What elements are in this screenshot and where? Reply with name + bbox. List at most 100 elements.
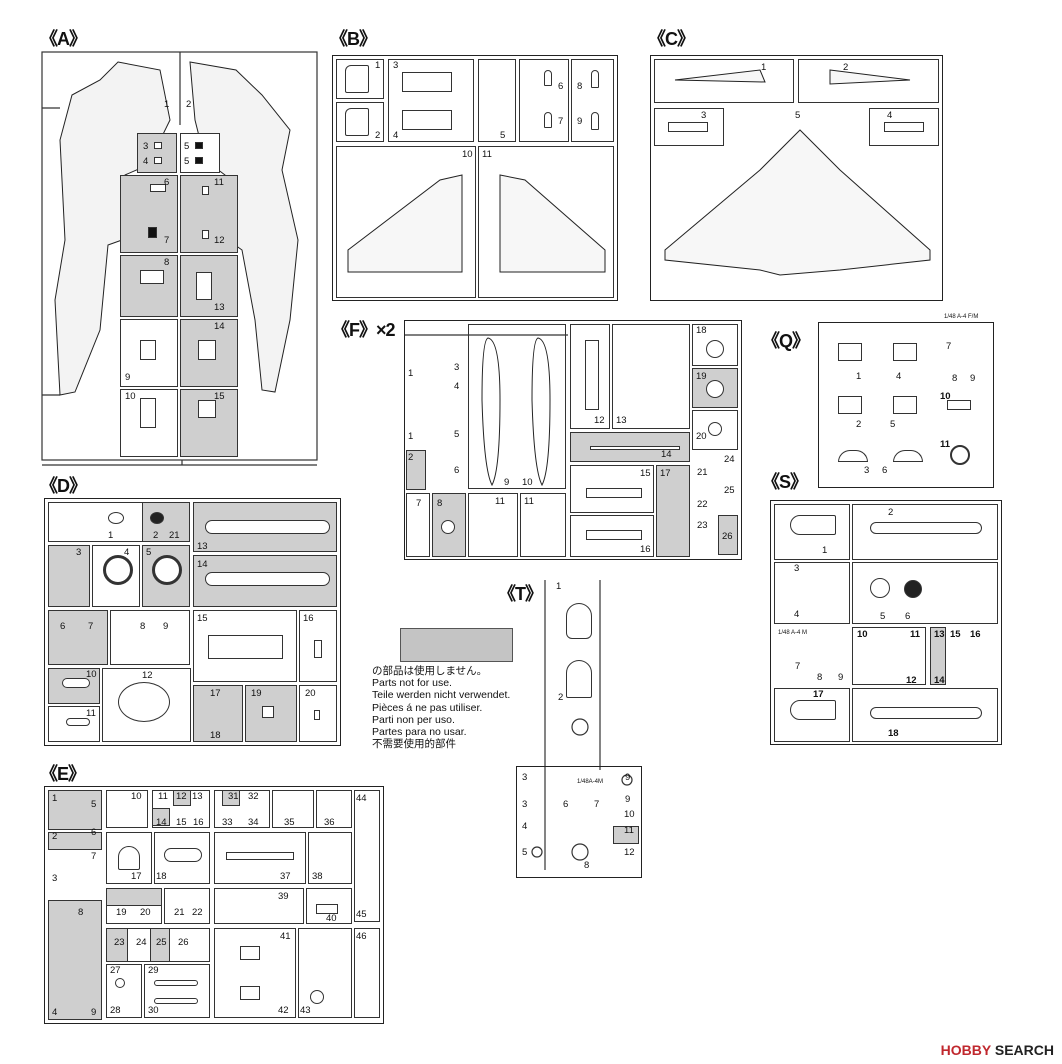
a-part-9 [140, 340, 156, 360]
e-cell-23 [106, 928, 128, 962]
f-part-20 [708, 422, 722, 436]
f-cell-9-10 [468, 324, 566, 489]
sprue-q-frame [818, 322, 994, 488]
d-part-10 [62, 678, 90, 688]
b-part-7 [544, 112, 552, 128]
a-part-4 [154, 157, 162, 164]
f-cell-2 [406, 450, 426, 490]
e-cell-2-6 [48, 832, 102, 850]
e-cell-12 [173, 790, 191, 806]
d-part-4 [103, 555, 133, 585]
d-part-13 [205, 520, 330, 534]
f-cell-7 [406, 493, 430, 557]
b-part-9 [591, 112, 599, 130]
c-part-3 [668, 122, 708, 132]
sprue-label-a: 《A》 [40, 29, 87, 49]
a-cell-6-7 [120, 175, 178, 253]
sprue-b-frame [332, 55, 618, 301]
d-cell-2 [142, 502, 190, 542]
f-part-14 [590, 446, 680, 450]
e-cell-29-30 [144, 964, 210, 1018]
sprue-label-s: 《S》 [762, 472, 808, 492]
a-part-6 [150, 184, 166, 192]
sprue-c-frame [650, 55, 943, 301]
d-part-12 [118, 682, 170, 722]
d-part-20 [314, 710, 320, 720]
f-part-8 [441, 520, 455, 534]
not-used-swatch [400, 628, 513, 662]
sprue-f-frame [404, 320, 742, 560]
sprue-t-frame [516, 766, 642, 878]
b-part-3 [402, 72, 452, 92]
f-part-19 [706, 380, 724, 398]
a-part-14 [198, 340, 216, 360]
f-part-15 [586, 488, 642, 498]
f-part-18 [706, 340, 724, 358]
d-part-19 [262, 706, 274, 718]
e-cell-38 [308, 832, 352, 884]
e-part-40 [316, 904, 338, 914]
e-cell-39 [214, 888, 304, 924]
a-part-13 [196, 272, 212, 300]
c-part-4 [884, 122, 924, 132]
b-part-2 [345, 108, 369, 136]
s-cell-10-12 [852, 627, 926, 685]
sprue-e-frame [44, 786, 384, 1024]
sprue-label-c: 《C》 [648, 29, 695, 49]
f-cell-26 [718, 515, 738, 555]
d-cell-17-18 [193, 685, 243, 742]
d-cell-19 [245, 685, 297, 742]
q-part-11 [950, 445, 970, 465]
e-part-42 [240, 986, 260, 1000]
s-part-18 [870, 707, 982, 719]
sprue-s-frame [770, 500, 1002, 745]
s-cell-3-4 [774, 562, 850, 624]
e-cell-31 [222, 790, 240, 806]
e-cell-31-34 [214, 790, 270, 828]
e-cell-27-28 [106, 964, 142, 1018]
sprue-label-b: 《B》 [330, 29, 377, 49]
e-cell-25 [150, 928, 170, 962]
t-sprue-code: 1/48A-4M [577, 779, 604, 785]
e-cell-8 [48, 900, 102, 1020]
e-part-29 [154, 980, 198, 986]
sprue-label-e: 《E》 [40, 764, 86, 784]
s-part-6 [904, 580, 922, 598]
t-cell-11 [613, 826, 639, 844]
sprue-d-frame [44, 498, 341, 746]
f-cell-11b [520, 493, 566, 557]
b-part-8 [591, 70, 599, 88]
sprue-label-t: 《T》 [498, 584, 543, 604]
q-sprue-code: 1/48 A-4 F/M [944, 314, 979, 320]
c-cell-4 [869, 108, 939, 146]
hobbysearch-watermark: HOBBY SEARCH [940, 1042, 1054, 1058]
e-cell-43 [298, 928, 352, 1018]
f-part-12 [585, 340, 599, 410]
e-cell-21-22 [164, 888, 210, 924]
d-cell-8-9 [110, 610, 190, 665]
d-part-11 [66, 718, 90, 726]
s-part-2 [870, 522, 982, 534]
d-part-1 [108, 512, 124, 524]
t-part-1 [566, 603, 592, 639]
s-sprue-code: 1/48 A-4 M [778, 630, 808, 636]
e-part-18 [164, 848, 202, 862]
c-cell-1 [654, 59, 794, 103]
q-part-4 [893, 343, 917, 361]
e-part-27 [115, 978, 125, 988]
a-cell-5 [180, 133, 220, 173]
b-cell-5 [478, 59, 516, 142]
t-part-2 [566, 660, 592, 698]
d-part-5 [152, 555, 182, 585]
e-cell-19-20-grey [106, 888, 162, 906]
e-cell-14 [152, 808, 170, 826]
e-part-17 [118, 846, 140, 870]
f-cell-17 [656, 465, 690, 557]
d-part-14 [205, 572, 330, 586]
a-part-10 [140, 398, 156, 428]
a-part-3 [154, 142, 162, 149]
not-used-legend: の部品は使用しません。 Parts not for use. Teile wer… [372, 665, 511, 751]
d-part-15 [208, 635, 283, 659]
f-cell-11a [468, 493, 518, 557]
b-part-6 [544, 70, 552, 86]
